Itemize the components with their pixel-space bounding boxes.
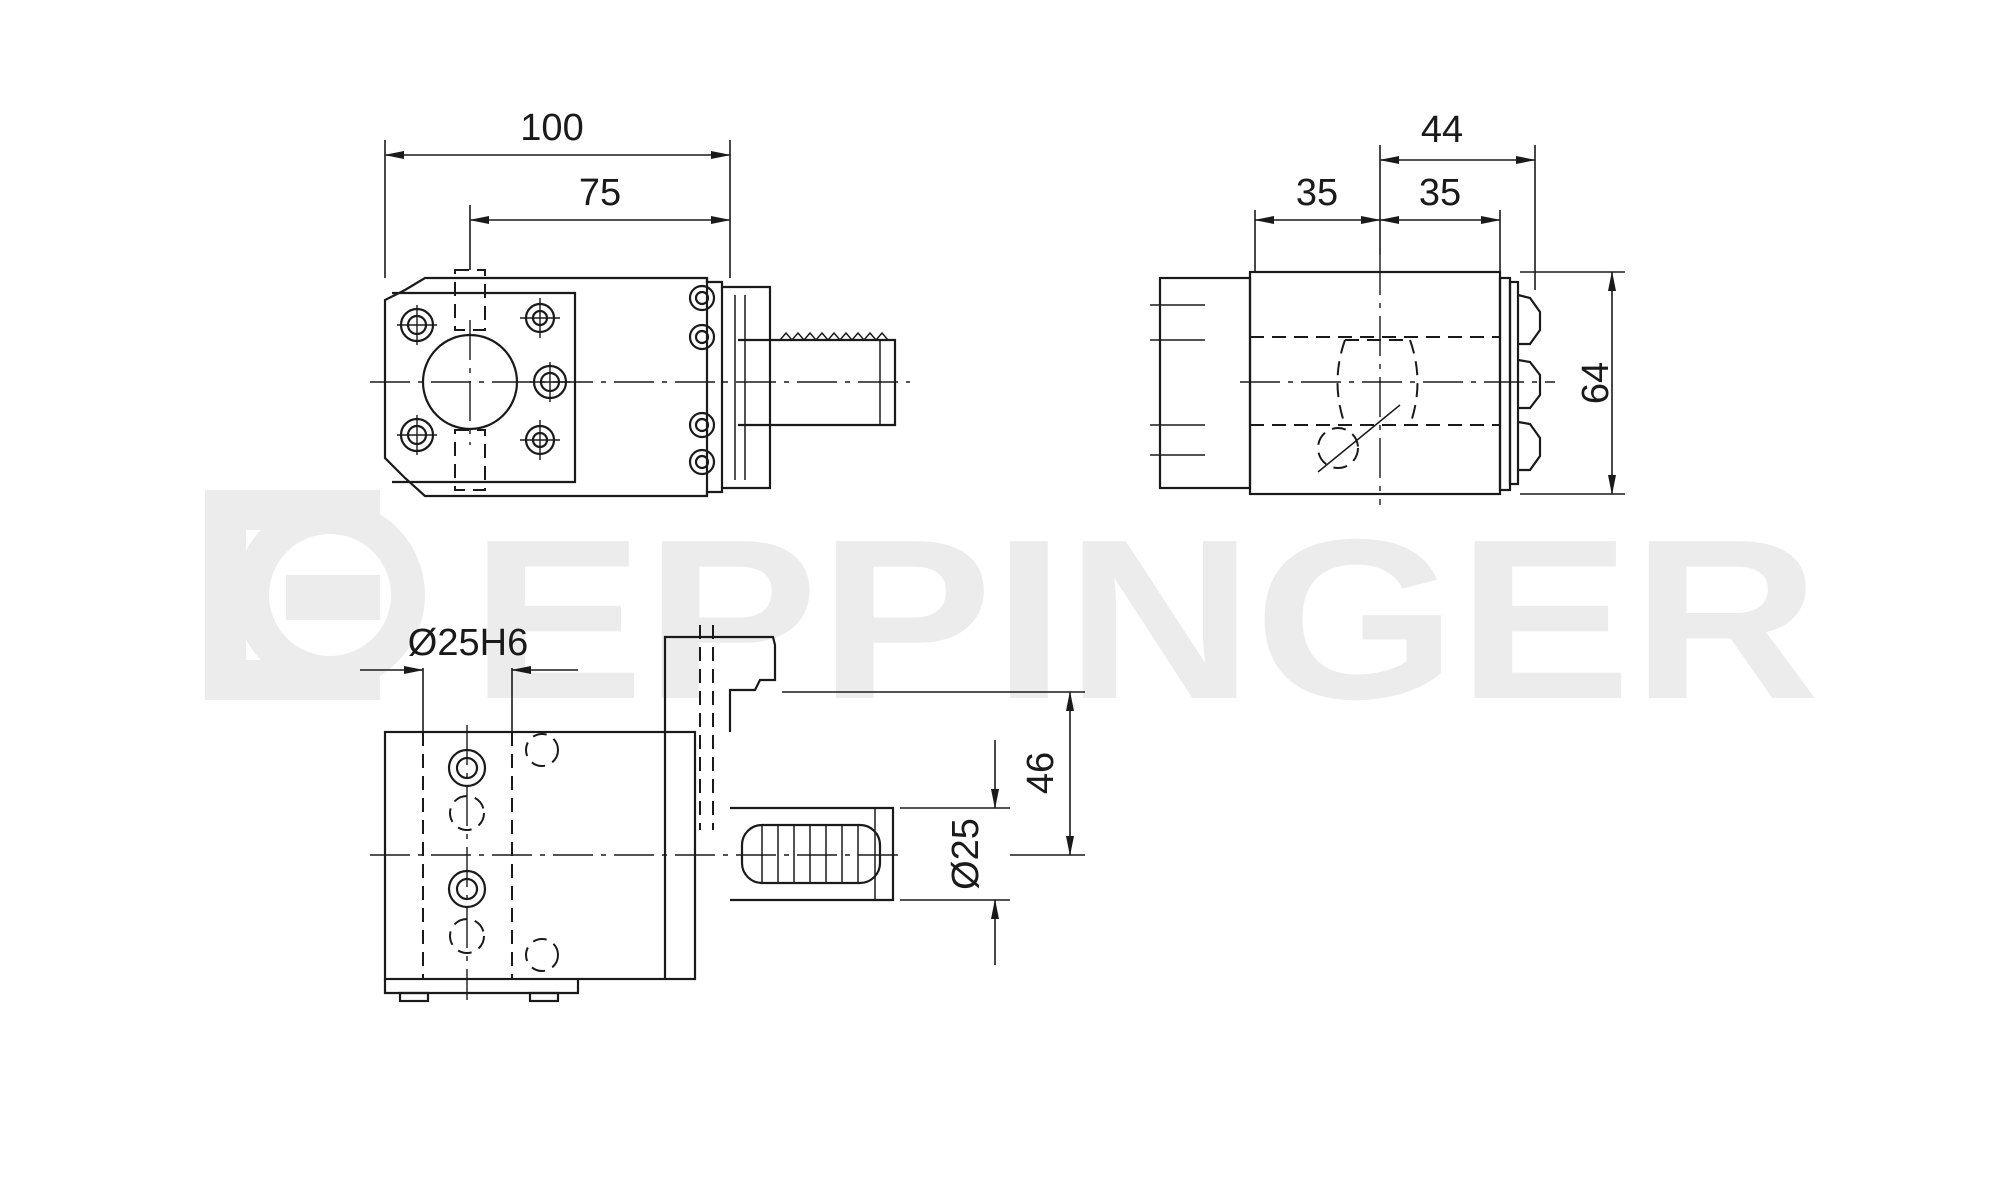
thread-icon — [740, 823, 882, 885]
dim-100: 100 — [520, 107, 583, 149]
top-left-view: 100 75 — [370, 107, 910, 498]
watermark: EPPINGER — [205, 490, 1820, 747]
eppinger-logo-icon — [205, 490, 425, 700]
dim-bore-diameter: Ø25H6 — [408, 622, 528, 664]
screw-hole-icon — [520, 420, 560, 460]
dim-75: 75 — [579, 172, 621, 214]
bottom-view: Ø25H6 46 Ø25 — [360, 622, 1085, 1003]
dim-35-right: 35 — [1419, 172, 1461, 214]
dim-44: 44 — [1421, 109, 1463, 151]
screw-hole-icon — [397, 305, 437, 345]
screw-hole-icon — [520, 298, 560, 338]
screw-hole-icon — [397, 415, 437, 455]
dim-46: 46 — [1020, 752, 1062, 794]
watermark-text: EPPINGER — [470, 493, 1820, 747]
dim-35-left: 35 — [1296, 172, 1338, 214]
dim-64: 64 — [1575, 362, 1617, 404]
dim-shank-diameter: Ø25 — [945, 818, 987, 890]
top-right-view: 44 35 35 64 — [1150, 109, 1625, 505]
